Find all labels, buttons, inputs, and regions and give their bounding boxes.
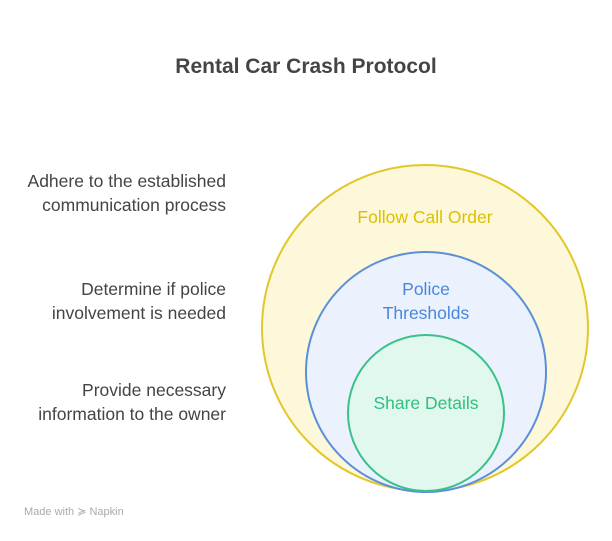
description-call-order: Adhere to the established communication … [27, 171, 226, 215]
label-police-thresholds: Police Thresholds [382, 279, 470, 323]
label-share-details: Share Details [373, 393, 479, 413]
diagram-title: Rental Car Crash Protocol [175, 55, 437, 78]
circle-share-details [347, 334, 505, 492]
description-share: Provide necessary information to the own… [38, 380, 226, 424]
label-follow-call-order: Follow Call Order [357, 207, 493, 227]
napkin-watermark: Made with ≽ Napkin [24, 506, 124, 518]
description-police: Determine if police involvement is neede… [51, 279, 226, 323]
